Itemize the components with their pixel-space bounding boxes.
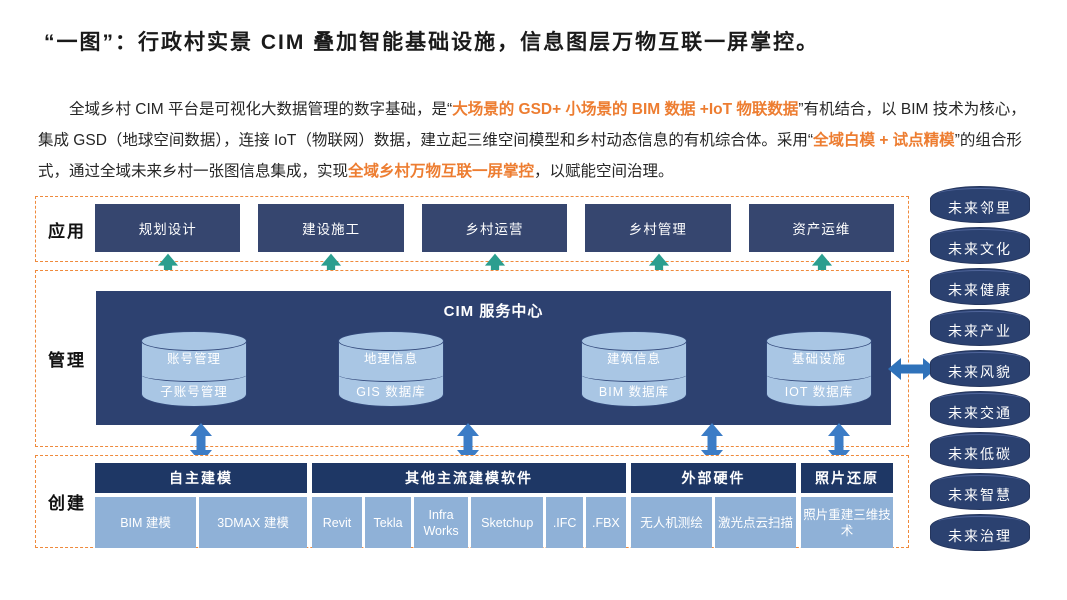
cylinder-top <box>766 331 872 351</box>
creation-cell: Revit <box>312 497 362 548</box>
application-box-management: 乡村管理 <box>585 204 731 252</box>
creation-group-header: 自主建模 <box>95 463 307 493</box>
future-cylinder-transport: 未来交通 <box>930 391 1030 428</box>
future-cylinder-industry: 未来产业 <box>930 309 1030 346</box>
future-cylinder-neighborhood: 未来邻里 <box>930 186 1030 223</box>
application-boxes: 规划设计 建设施工 乡村运营 乡村管理 资产运维 <box>95 204 895 252</box>
creation-group-cells: BIM 建模 3DMAX 建模 <box>95 497 307 548</box>
application-box-planning: 规划设计 <box>95 204 241 252</box>
creation-cell: 激光点云扫描 <box>715 497 796 548</box>
cylinder-divider <box>581 367 687 382</box>
cylinder-top <box>338 331 444 351</box>
horizontal-double-arrow-icon <box>888 356 936 382</box>
future-cylinder-governance: 未来治理 <box>930 514 1030 551</box>
database-label-bottom: GIS 数据库 <box>356 385 426 399</box>
future-cylinder-appearance: 未来风貌 <box>930 350 1030 387</box>
intro-segment: ”的组合形式，通过全域未来乡村一张图信息集成，实现 <box>38 132 1022 180</box>
cylinder-top <box>141 331 247 351</box>
intro-highlight: 大场景的 GSD+ 小场景的 BIM 数据 +IoT 物联数据 <box>452 101 799 118</box>
management-row: 管理 CIM 服务中心 账号管理 子账号管理 地理信息 GIS 数据库 <box>35 270 909 447</box>
creation-group-cells: 照片重建三维技术 <box>801 497 893 548</box>
creation-row: 创建 自主建模 BIM 建模 3DMAX 建模 其他主流建模软件 Revit T… <box>35 455 909 548</box>
creation-group-photo-restore: 照片还原 照片重建三维技术 <box>801 463 893 548</box>
page-title: “一图”：行政村实景 CIM 叠加智能基础设施，信息图层万物互联一屏掌控。 <box>44 31 820 54</box>
creation-group-external-hardware: 外部硬件 无人机测绘 激光点云扫描 <box>631 463 796 548</box>
future-cylinder-lowcarbon: 未来低碳 <box>930 432 1030 469</box>
database-cylinder-gis: 地理信息 GIS 数据库 <box>338 331 444 407</box>
creation-group-cells: 无人机测绘 激光点云扫描 <box>631 497 796 548</box>
database-label-top: 地理信息 <box>363 352 418 366</box>
intro-highlight: 全域乡村万物互联一屏掌控 <box>348 163 535 180</box>
creation-cell: 3DMAX 建模 <box>199 497 307 548</box>
database-label-top: 基础设施 <box>791 352 846 366</box>
creation-group-header: 照片还原 <box>801 463 893 493</box>
creation-group-mainstream-software: 其他主流建模软件 Revit Tekla Infra Works Sketchu… <box>312 463 626 548</box>
creation-cell: 照片重建三维技术 <box>801 497 893 548</box>
cylinder-divider <box>141 367 247 382</box>
database-label-top: 账号管理 <box>166 352 221 366</box>
blue-double-arrow-icon <box>700 423 724 463</box>
creation-group-cells: Revit Tekla Infra Works Sketchup .IFC .F… <box>312 497 626 548</box>
database-cylinder-account: 账号管理 子账号管理 <box>141 331 247 407</box>
database-label-bottom: 子账号管理 <box>160 385 228 399</box>
creation-cell: Sketchup <box>470 497 544 548</box>
intro-segment: ”有机结合，以 BIM 技术为核心，集成 GSD（地球空间数据），连接 IoT（… <box>38 101 1026 149</box>
application-row-label: 应用 <box>48 221 86 241</box>
intro-highlight: 全域白模 + 试点精模 <box>813 132 955 149</box>
creation-cell: Tekla <box>365 497 412 548</box>
creation-group-self-modeling: 自主建模 BIM 建模 3DMAX 建模 <box>95 463 307 548</box>
creation-cell: BIM 建模 <box>95 497 197 548</box>
application-box-construction: 建设施工 <box>258 204 404 252</box>
intro-segment: ，以赋能空间治理。 <box>534 163 674 180</box>
database-cylinder-bim: 建筑信息 BIM 数据库 <box>581 331 687 407</box>
blue-double-arrow-icon <box>189 423 213 463</box>
application-box-operation: 乡村运营 <box>421 204 568 252</box>
application-box-assets: 资产运维 <box>748 204 895 252</box>
future-cylinder-smart: 未来智慧 <box>930 473 1030 510</box>
creation-cell: .IFC <box>546 497 583 548</box>
future-stack: 未来邻里 未来文化 未来健康 未来产业 未来风貌 未来交通 未来低碳 未来智慧 … <box>930 186 1030 555</box>
creation-group-header: 其他主流建模软件 <box>312 463 626 493</box>
cim-service-center-box: CIM 服务中心 账号管理 子账号管理 地理信息 GIS 数据库 建筑信息 <box>96 291 891 425</box>
database-label-top: 建筑信息 <box>606 352 661 366</box>
creation-cell: .FBX <box>585 497 626 548</box>
creation-cell: 无人机测绘 <box>631 497 712 548</box>
application-row: 应用 规划设计 建设施工 乡村运营 乡村管理 资产运维 <box>35 196 909 262</box>
management-row-label: 管理 <box>48 351 86 370</box>
cylinder-divider <box>338 367 444 382</box>
blue-double-arrow-icon <box>456 423 480 463</box>
intro-segment: 全域乡村 CIM 平台是可视化大数据管理的数字基础，是“ <box>69 101 453 118</box>
future-cylinder-health: 未来健康 <box>930 268 1030 305</box>
cylinder-top <box>581 331 687 351</box>
cim-service-center-title: CIM 服务中心 <box>443 303 544 320</box>
creation-cell: Infra Works <box>414 497 468 548</box>
database-cylinder-iot: 基础设施 IOT 数据库 <box>766 331 872 407</box>
database-label-bottom: IOT 数据库 <box>784 385 854 399</box>
future-cylinder-culture: 未来文化 <box>930 227 1030 264</box>
creation-row-label: 创建 <box>48 494 86 513</box>
cylinder-divider <box>766 367 872 382</box>
creation-group-header: 外部硬件 <box>631 463 796 493</box>
intro-paragraph: 全域乡村 CIM 平台是可视化大数据管理的数字基础，是“大场景的 GSD+ 小场… <box>38 94 1038 187</box>
blue-double-arrow-icon <box>827 423 851 463</box>
database-label-bottom: BIM 数据库 <box>598 385 670 399</box>
